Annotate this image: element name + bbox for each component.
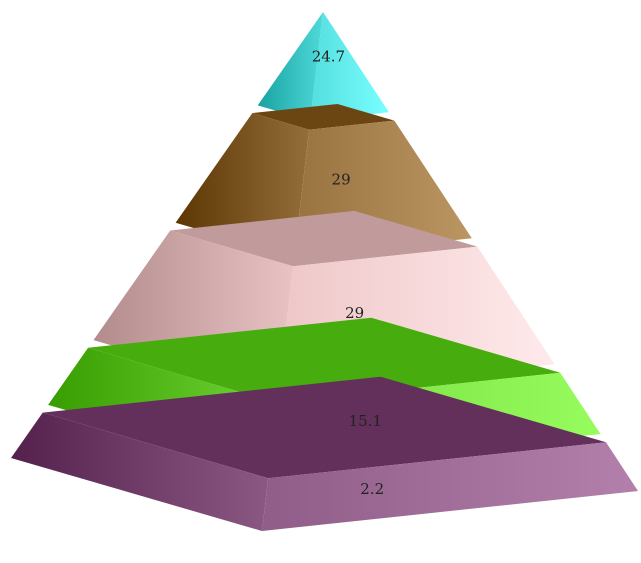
data-label-2-2-5: 2.2 [360, 480, 384, 498]
data-label-24-7-1: 24.7 [312, 48, 345, 66]
layer-right-face-1 [310, 12, 389, 121]
data-label-15-1-4: 15.1 [349, 412, 382, 430]
data-label-29-2: 29 [332, 170, 351, 188]
pyramid-layers [11, 12, 638, 531]
data-label-29-3: 29 [345, 304, 364, 322]
pyramid-layer-1 [258, 12, 389, 121]
